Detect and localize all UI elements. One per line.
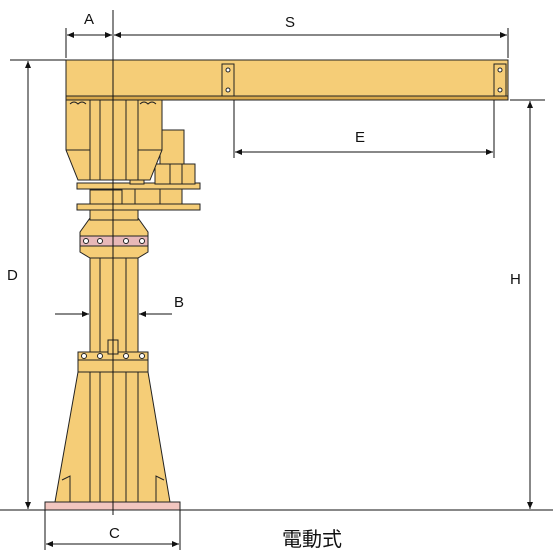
column <box>89 247 139 355</box>
label-d: D <box>7 267 18 284</box>
column-head <box>65 99 163 181</box>
label-c: C <box>109 525 120 542</box>
dimension-b: B <box>55 294 184 317</box>
dimension-s: S <box>114 14 509 58</box>
dimension-c: C <box>44 510 181 550</box>
label-a: A <box>84 11 94 28</box>
label-h: H <box>510 271 521 288</box>
jib-arm <box>65 59 509 101</box>
caption: 電動式 <box>282 527 342 550</box>
slewing-motor <box>154 129 196 185</box>
slewing-flange <box>79 217 149 259</box>
label-s: S <box>285 14 295 31</box>
gear-plates <box>76 177 201 211</box>
dimension-h: H <box>510 99 545 509</box>
label-b: B <box>174 294 184 311</box>
label-e: E <box>355 129 365 146</box>
dimension-d: D <box>7 59 66 509</box>
dimension-e: E <box>233 100 495 158</box>
dimension-a: A <box>65 11 112 58</box>
